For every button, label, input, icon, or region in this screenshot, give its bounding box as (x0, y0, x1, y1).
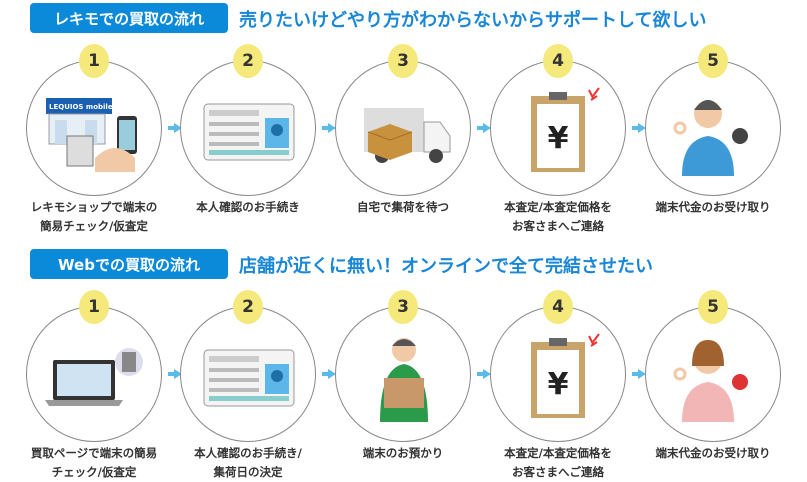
step-circle: 2 (180, 44, 316, 196)
arrow-right-icon (477, 123, 491, 133)
step-number-badge: 2 (233, 44, 263, 78)
arrow-right-icon (168, 123, 182, 133)
step-label-line1: 端末代金のお受け取り (655, 446, 771, 460)
step-circle: 3 (335, 44, 471, 196)
step-label-line2: チェック/仮査定 (51, 465, 137, 479)
store-logo-text: LEQUIOS mobile (49, 103, 113, 111)
box-illustration-icon (354, 332, 454, 422)
step-label-line1: 自宅で集荷を待つ (357, 200, 449, 214)
step-label: 本査定/本査定価格をお客さまへご連絡 (478, 444, 638, 482)
laptop-illustration-icon (45, 332, 145, 422)
yen-illustration-icon: ¥ (509, 332, 609, 422)
store-illustration-icon: LEQUIOS mobile (45, 86, 145, 176)
id-illustration-icon (199, 332, 299, 422)
step-label: 端末代金のお受け取り (633, 198, 793, 217)
step-number-badge: 3 (388, 44, 418, 78)
step-label: 本人確認のお手続き/集荷日の決定 (168, 444, 328, 482)
step-label-line2: 集荷日の決定 (213, 465, 283, 479)
store-flow-subtitle: 売りたいけどやり方がわからないからサポートして欲しい (239, 10, 707, 31)
step-circle: 2 (180, 290, 316, 442)
step-number-badge: 5 (698, 44, 728, 78)
woman-illustration-icon (664, 332, 764, 422)
id-illustration-icon (199, 86, 299, 176)
step-number-badge: 1 (79, 44, 109, 78)
step-circle: 3 (335, 290, 471, 442)
yen-illustration-icon: ¥ (509, 86, 609, 176)
arrow-right-icon (322, 369, 336, 379)
step-label-line1: 本査定/本査定価格を (504, 200, 612, 214)
step-number-badge: 5 (698, 290, 728, 324)
step-number-badge: 1 (79, 290, 109, 324)
arrow-right-icon (632, 369, 646, 379)
web-flow-title: Webでの買取の流れ (30, 249, 228, 279)
step-label: レキモショップで端末の簡易チェック/仮査定 (14, 198, 174, 236)
step-circle: 1 (26, 290, 162, 442)
step-label-line1: 本人確認のお手続き/ (194, 446, 302, 460)
truck-illustration-icon (354, 86, 454, 176)
step-circle: 4¥ (490, 44, 626, 196)
man-illustration-icon (664, 86, 764, 176)
step-label: 本人確認のお手続き (168, 198, 328, 217)
step-label: 本査定/本査定価格をお客さまへご連絡 (478, 198, 638, 236)
arrow-right-icon (632, 123, 646, 133)
step-number-badge: 3 (388, 290, 418, 324)
step-circle: 5 (645, 290, 781, 442)
step-number-badge: 2 (233, 290, 263, 324)
step-label: 自宅で集荷を待つ (323, 198, 483, 217)
step-label: 買取ページで端末の簡易チェック/仮査定 (14, 444, 174, 482)
step-label-line2: お客さまへご連絡 (512, 219, 604, 233)
step-label-line2: お客さまへご連絡 (512, 465, 604, 479)
store-flow-title: レキモでの買取の流れ (30, 3, 228, 33)
svg-text:¥: ¥ (548, 121, 569, 156)
arrow-right-icon (168, 369, 182, 379)
svg-text:¥: ¥ (548, 367, 569, 402)
step-label-line1: 本人確認のお手続き (196, 200, 300, 214)
step-label-line1: 買取ページで端末の簡易 (30, 446, 158, 460)
step-label: 端末のお預かり (323, 444, 483, 463)
arrow-right-icon (477, 369, 491, 379)
step-label-line1: 本査定/本査定価格を (504, 446, 612, 460)
step-circle: 5 (645, 44, 781, 196)
web-flow-subtitle: 店舗が近くに無い！オンラインで全て完結させたい (239, 256, 653, 277)
step-label-line1: レキモショップで端末の (30, 200, 158, 214)
step-circle: 4¥ (490, 290, 626, 442)
step-number-badge: 4 (543, 290, 573, 324)
step-label-line1: 端末代金のお受け取り (655, 200, 771, 214)
step-number-badge: 4 (543, 44, 573, 78)
step-label: 端末代金のお受け取り (633, 444, 793, 463)
step-label-line1: 端末のお預かり (362, 446, 444, 460)
arrow-right-icon (322, 123, 336, 133)
step-label-line2: 簡易チェック/仮査定 (40, 219, 148, 233)
